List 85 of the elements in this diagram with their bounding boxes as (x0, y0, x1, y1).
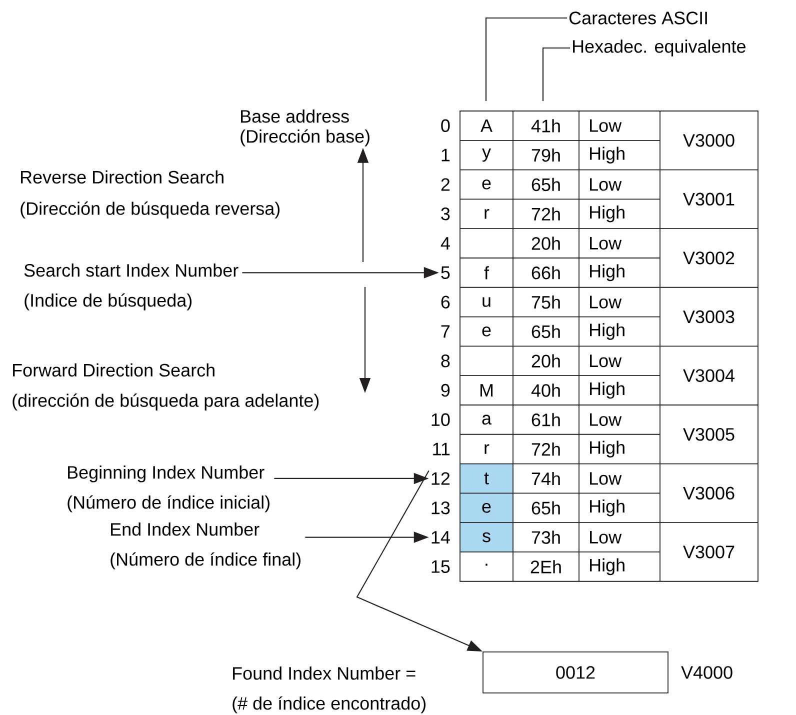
leader-line (485, 17, 567, 101)
table-cell: V3001 (683, 192, 734, 206)
index-number: 14 (432, 531, 450, 544)
table-cell: y (482, 148, 491, 162)
table-cell: r (484, 209, 490, 219)
table-cell: Low (590, 413, 622, 426)
table-cell: High (590, 206, 624, 222)
direction-label: (dirección de búsqueda para adelante) (12, 394, 319, 410)
result-box: 0012 (482, 652, 668, 694)
table-cell: M (480, 384, 493, 396)
direction-label: (Dirección de búsqueda reversa) (20, 202, 280, 218)
index-number: 12 (432, 472, 450, 485)
table-cell: 72h (532, 207, 560, 220)
column-header: Hexadec. equivalente (573, 40, 746, 56)
table-cell: e (482, 180, 491, 190)
table-cell: 75h (532, 295, 560, 309)
direction-label: Forward Direction Search (13, 363, 214, 377)
table-cell: f (484, 266, 490, 280)
index-number: 11 (433, 442, 450, 456)
table-cell: High (590, 558, 624, 576)
index-number: 15 (432, 560, 450, 573)
table-cell: 41h (531, 119, 560, 132)
table-cell: V3004 (683, 369, 734, 382)
table-cell: V3000 (683, 134, 734, 147)
table-cell: V3007 (683, 546, 734, 558)
table-cell: 74h (532, 472, 560, 485)
register-label: V4000 (681, 666, 732, 679)
table-cell: High (590, 440, 624, 458)
index-number: 5 (441, 266, 450, 279)
table-cell: V3003 (683, 310, 734, 324)
index-number: 8 (441, 354, 450, 368)
index-number: 1 (442, 148, 450, 162)
direction-label: Reverse Direction Search (21, 170, 224, 184)
index-number: 0 (441, 119, 450, 132)
table-cell: V3005 (683, 428, 734, 441)
table-cell: High (590, 323, 624, 340)
table-cell: e (482, 326, 491, 336)
index-number: 3 (441, 208, 450, 220)
table-cell: 65h (532, 501, 560, 514)
callout-label: Found Index Number = (# de índice encontrado) (232, 666, 426, 714)
table-cell: Low (590, 354, 622, 368)
table-cell: 61h (532, 413, 560, 426)
callout-label: Beginning Index Number (Número de índice inicial) (68, 466, 270, 512)
table-cell: 79h (532, 148, 560, 162)
table-cell: Low (590, 237, 622, 250)
table-cell: Low (590, 178, 622, 191)
base-address-label: Base address (Dirección base) (240, 110, 370, 146)
leader-line (542, 47, 570, 101)
index-number: 4 (440, 237, 450, 250)
table-cell: 73h (532, 530, 560, 544)
table-cell: r (484, 444, 490, 454)
table-cell: Low (590, 531, 622, 544)
table-cell: u (482, 297, 490, 307)
table-cell: 65h (532, 324, 560, 338)
table-cell: Low (590, 296, 622, 308)
table-cell: e (482, 502, 491, 513)
index-number: 6 (441, 296, 450, 308)
index-number: 9 (441, 384, 450, 397)
table-cell: 2Eh (530, 560, 561, 574)
table-cell: a (482, 414, 492, 425)
table-cell: A (480, 120, 492, 132)
index-number: 13 (432, 502, 450, 514)
index-number: 7 (441, 325, 450, 338)
table-cell: High (590, 146, 624, 164)
table-cell: 20h (532, 236, 560, 250)
table-cell: 66h (532, 266, 560, 280)
table-cell: s (482, 532, 490, 542)
table-cell: High (590, 264, 624, 282)
callout-label: Search start Index Number (Indice de búsqueda) (24, 264, 238, 310)
table-cell: 20h (532, 354, 560, 368)
column-header: Caracteres ASCII (569, 12, 707, 24)
table-cell: 72h (532, 442, 560, 456)
callout-label: End Index Number (Número de índice final) (110, 522, 300, 570)
index-number: 10 (432, 413, 450, 426)
table-cell: V3002 (683, 252, 734, 264)
table-cell: High (590, 500, 624, 516)
table-cell: · (486, 564, 488, 566)
table-cell: Low (590, 119, 622, 132)
table-cell: Low (590, 472, 622, 485)
index-number: 2 (441, 178, 450, 191)
table-cell: V3006 (683, 486, 734, 500)
table-cell: High (590, 382, 624, 399)
table-cell: 40h (531, 384, 560, 397)
table-cell: 65h (532, 178, 560, 192)
table-cell: t (484, 472, 489, 484)
